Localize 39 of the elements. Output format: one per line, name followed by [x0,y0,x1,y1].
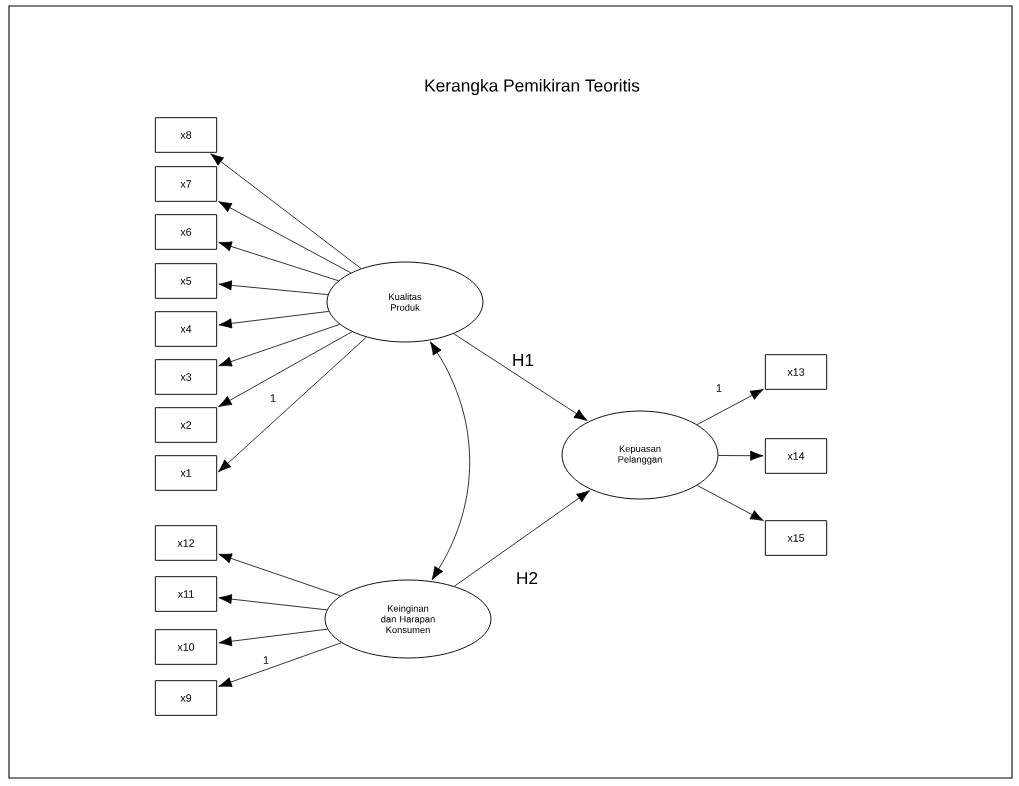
arrow [718,450,764,461]
edge-label: 1 [716,384,722,392]
indicator-box: x2 [154,407,218,443]
edge-label: 1 [263,656,269,664]
indicator-box: x5 [154,263,218,299]
indicator-box: x6 [154,214,218,250]
indicator-box: x10 [154,629,218,665]
indicator-box: x3 [154,359,218,395]
arrow [218,280,329,295]
arrow [218,628,328,647]
arrow [696,388,764,425]
arrow [218,642,342,687]
arrow [696,485,764,522]
indicator-box: x7 [154,166,218,202]
arrow [454,490,590,587]
arrow [218,553,341,597]
arrow [218,336,367,473]
arrow [218,311,330,329]
arrow [218,241,339,282]
arrow [218,201,352,274]
indicator-box: x12 [154,525,218,561]
indicator-box: x8 [154,117,218,153]
indicator-box: x11 [154,576,218,612]
arrow [218,331,353,408]
indicator-box: x13 [764,354,828,390]
title: Kerangka Pemikiran Teoritis [425,78,640,96]
indicator-box: x1 [154,455,218,491]
edge-label: H2 [517,571,538,585]
indicator-box: x9 [154,680,218,716]
arrow [210,153,362,269]
arrow [453,333,588,421]
arrow [218,324,341,367]
arrow [218,594,328,611]
arrow [430,341,471,581]
indicator-box: x14 [764,438,828,474]
edge-label: H1 [513,354,534,366]
indicator-box: x15 [764,520,828,556]
indicator-box: x4 [154,311,218,347]
edge-label: 1 [270,394,276,402]
